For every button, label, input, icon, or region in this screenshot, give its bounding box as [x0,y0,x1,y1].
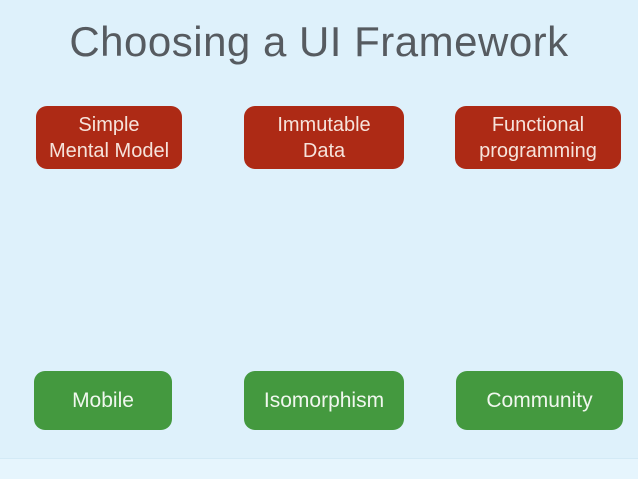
card-community: Community [456,371,623,430]
card-immutable-data: Immutable Data [244,106,404,169]
card-label: Isomorphism [263,389,385,412]
slide-title: Choosing a UI Framework [69,18,569,65]
card-label: Immutable Data [277,113,371,162]
slide-bottom-edge [0,458,638,479]
card-simple-mental-model: Simple Mental Model [36,106,182,169]
card-label: Simple Mental Model [48,113,170,162]
card-functional-programming: Functional programming [455,106,621,169]
card-label: Community [486,389,593,412]
card-label: Mobile [72,389,134,412]
card-mobile: Mobile [34,371,172,430]
card-isomorphism: Isomorphism [244,371,404,430]
card-label: Functional programming [479,113,597,162]
